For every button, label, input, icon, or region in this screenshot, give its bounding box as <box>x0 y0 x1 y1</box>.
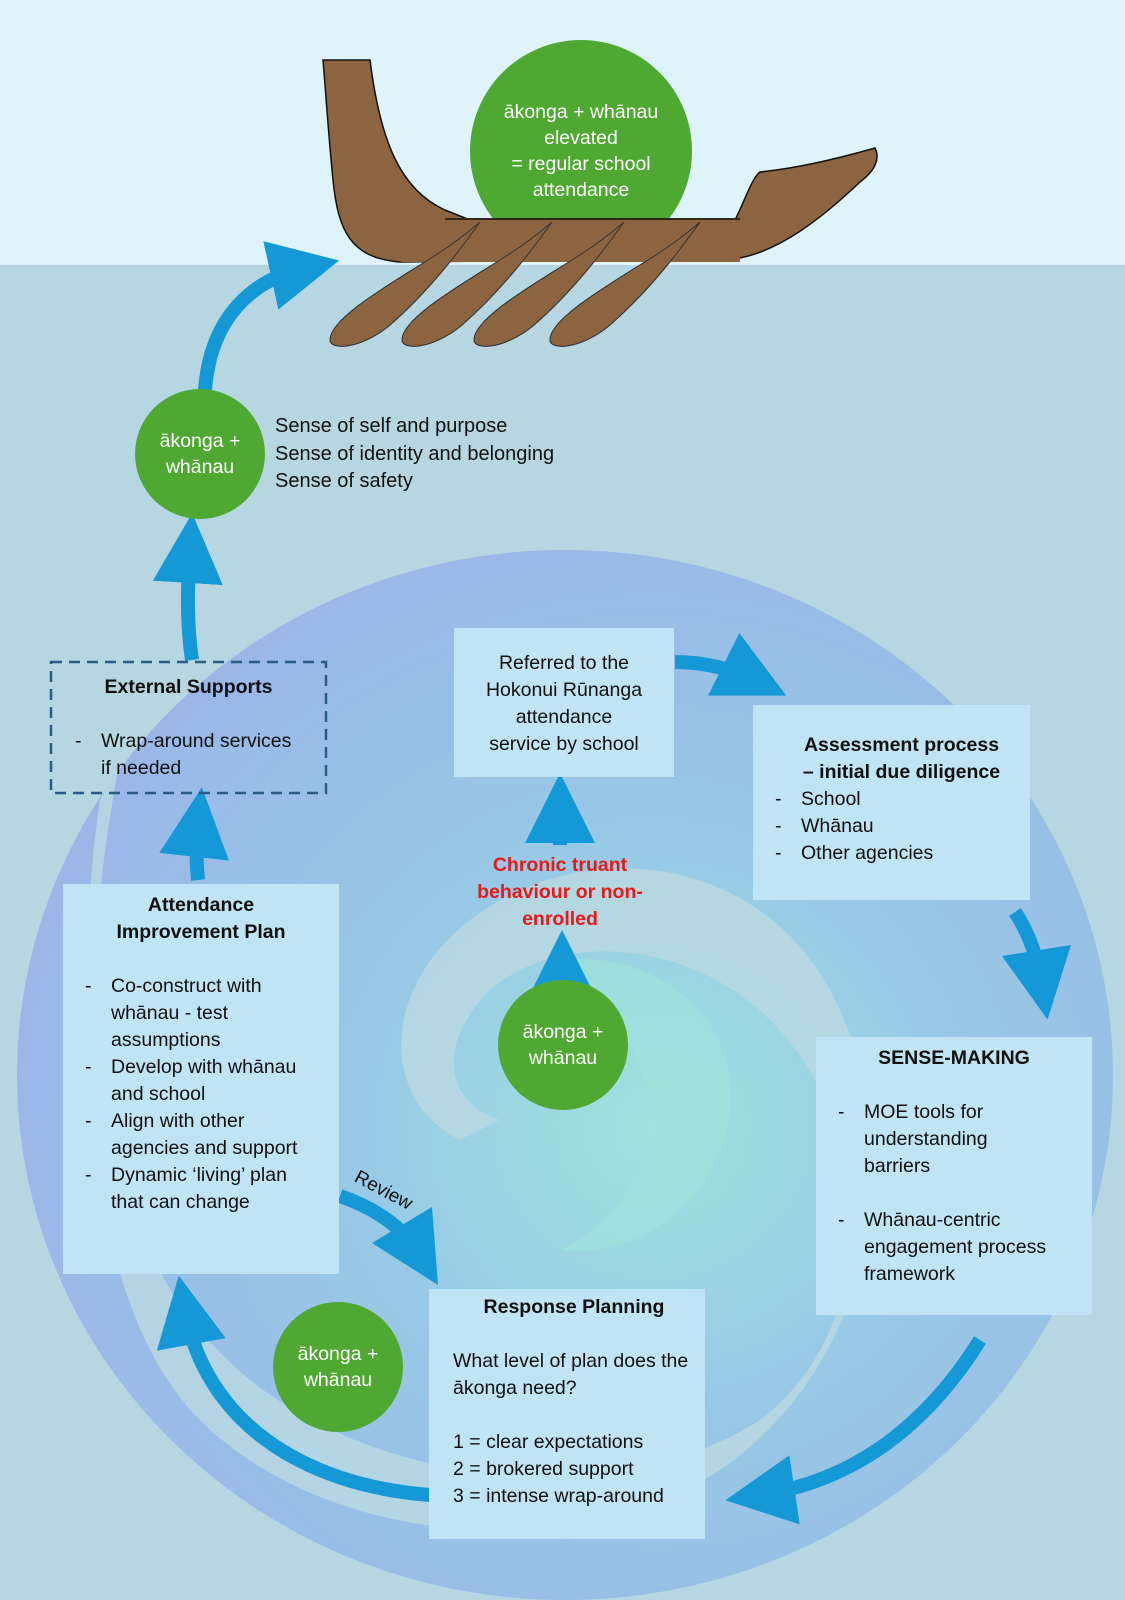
sense-item: Sense of self and purpose <box>275 415 508 437</box>
plan-title: Improvement Plan <box>116 921 286 943</box>
sense-making-item: MOE tools for understanding barriers <box>816 1099 1092 1180</box>
referral-line: Hokonui Rūnanga <box>485 679 643 701</box>
centre-circle: ākonga + whānau <box>498 980 628 1110</box>
arrow-plan-to-external <box>159 787 229 881</box>
assessment-title: – initial due diligence <box>802 761 1001 783</box>
external-supports-title: External Supports <box>104 676 273 698</box>
sense-making-item: Whānau-centric engagement process framew… <box>816 1207 1092 1288</box>
trigger-line: enrolled <box>522 908 598 930</box>
arrow-external-to-outcome <box>152 513 223 662</box>
response-level: 2 = brokered support <box>453 1458 634 1480</box>
spiral-light-band <box>88 760 873 1531</box>
arrow-response-to-plan <box>156 1275 431 1502</box>
arrow-sensemaking-to-response <box>725 1336 986 1525</box>
goal-circle: ākonga + whānau elevated = regular schoo… <box>470 40 692 262</box>
arrow-assessment-to-sensemaking <box>1001 908 1072 1020</box>
circle-line: ākonga + <box>159 430 241 452</box>
circle-line: ākonga + <box>297 1343 379 1365</box>
external-supports-item: Wrap-around services if needed <box>53 728 294 782</box>
goal-line: = regular school <box>511 153 651 175</box>
plan-title: Attendance <box>147 894 255 916</box>
sense-making-box: SENSE-MAKING MOE tools for understanding… <box>816 1037 1092 1315</box>
arrow-outcome-to-waka <box>198 241 340 391</box>
assessment-item: School <box>753 786 1030 813</box>
referral-line: service by school <box>489 733 639 755</box>
referral-line: attendance <box>515 706 613 728</box>
response-level: 3 = intense wrap-around <box>453 1485 664 1507</box>
trigger-line: behaviour or non- <box>477 881 643 903</box>
sense-item: Sense of safety <box>275 470 413 492</box>
response-title: Response Planning <box>483 1296 665 1318</box>
assessment-item: Whānau <box>753 813 1030 840</box>
sense-making-title: SENSE-MAKING <box>878 1047 1030 1069</box>
response-level: 1 = clear expectations <box>453 1431 644 1453</box>
plan-item: Dynamic ‘living’ plan that can change <box>63 1162 321 1216</box>
circle-line: whānau <box>165 456 235 478</box>
sense-item: Sense of identity and belonging <box>275 442 555 465</box>
outcome-senses-list: Sense of self and purpose Sense of ident… <box>275 413 554 496</box>
external-supports-box: External Supports Wrap-around services i… <box>53 664 324 791</box>
circle-line: ākonga + <box>522 1021 604 1043</box>
attendance-plan-box: Attendance Improvement Plan Co-construct… <box>63 884 339 1274</box>
circle-line: whānau <box>528 1047 598 1069</box>
goal-line: attendance <box>532 179 630 201</box>
referral-line: Referred to the <box>498 652 630 674</box>
circle-line: whānau <box>303 1369 373 1391</box>
assessment-title: Assessment process <box>803 734 1000 756</box>
plan-item: Align with other agencies and support <box>63 1108 321 1162</box>
response-planning-box: Response Planning What level of plan doe… <box>429 1289 705 1539</box>
goal-line: ākonga + whānau <box>503 101 659 123</box>
outcome-circle: ākonga + whānau <box>135 389 265 519</box>
arrow-review <box>337 1189 439 1286</box>
lower-circle: ākonga + whānau <box>273 1302 403 1432</box>
referral-box: Referred to the Hokonui Rūnanga attendan… <box>454 628 674 777</box>
trigger-text: Chronic truant behaviour or non- enrolle… <box>455 852 665 933</box>
spiral-core <box>560 959 731 1252</box>
assessment-box: Assessment process – initial due diligen… <box>753 705 1030 900</box>
trigger-line: Chronic truant <box>492 854 628 876</box>
response-question: What level of plan does the ākonga need? <box>453 1350 689 1399</box>
goal-line: elevated <box>544 127 618 149</box>
plan-item: Develop with whānau and school <box>63 1054 321 1108</box>
arrow-referral-to-assessment <box>674 633 787 696</box>
assessment-item: Other agencies <box>753 840 1030 867</box>
plan-item: Co-construct with whānau - test assumpti… <box>63 973 321 1054</box>
external-supports-border <box>49 660 328 795</box>
